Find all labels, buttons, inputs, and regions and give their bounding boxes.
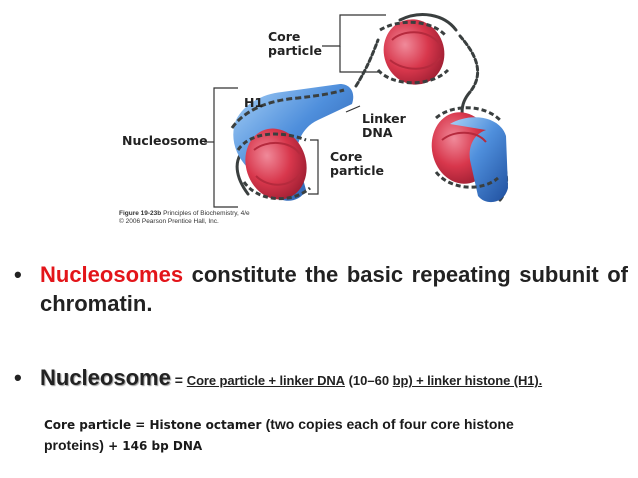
note-part4: + 146 bp DNA xyxy=(103,439,203,453)
term-nucleosomes: Nucleosomes xyxy=(40,262,184,287)
bullet-dot: • xyxy=(14,262,22,287)
term-nucleosome: Nucleosome xyxy=(40,365,171,390)
equation-part-linker: bp) + linker histone (H1). xyxy=(392,373,543,388)
note-part2: (two copies each of four core histone xyxy=(265,416,514,432)
nucleosome-diagram xyxy=(204,13,508,208)
equation-part-core: Core particle + linker DNA xyxy=(186,373,345,388)
bullet-text: constitute the basic repeating subunit o… xyxy=(40,262,628,316)
core-particle-note: Core particle = Histone octamer (two cop… xyxy=(44,414,604,456)
equals-sign: = xyxy=(170,372,187,388)
caption-figure-number: Figure 19-23b xyxy=(119,210,162,217)
label-core-particle-bottom: Core particle xyxy=(330,149,384,178)
figure-caption: Figure 19-23b Principles of Biochemistry… xyxy=(119,210,250,226)
nucleosome-figure: Core particle H1 Linker DNA Nucleosome C… xyxy=(119,13,508,226)
bullet-nucleosome-equation: • Nucleosome = Core particle + linker DN… xyxy=(14,364,628,395)
label-nucleosome: Nucleosome xyxy=(122,133,208,148)
label-linker-dna: Linker DNA xyxy=(362,111,406,140)
note-part3: proteins) xyxy=(44,437,104,453)
nucleosome-left xyxy=(230,84,354,201)
core-particle-top xyxy=(376,19,450,85)
bullet-nucleosomes-definition: • Nucleosomes constitute the basic repea… xyxy=(14,260,628,318)
bullet-dot: • xyxy=(14,365,22,390)
equation-part-range: (10–60 xyxy=(344,373,393,388)
caption-copyright: © 2006 Pearson Prentice Hall, Inc. xyxy=(119,218,219,225)
note-part1: Core particle = Histone octamer xyxy=(44,418,266,432)
caption-book-title: Principles of Biochemistry, 4/e xyxy=(161,210,250,217)
label-h1: H1 xyxy=(244,95,264,110)
nucleosome-right xyxy=(431,106,508,203)
label-core-particle-top: Core particle xyxy=(268,29,322,58)
